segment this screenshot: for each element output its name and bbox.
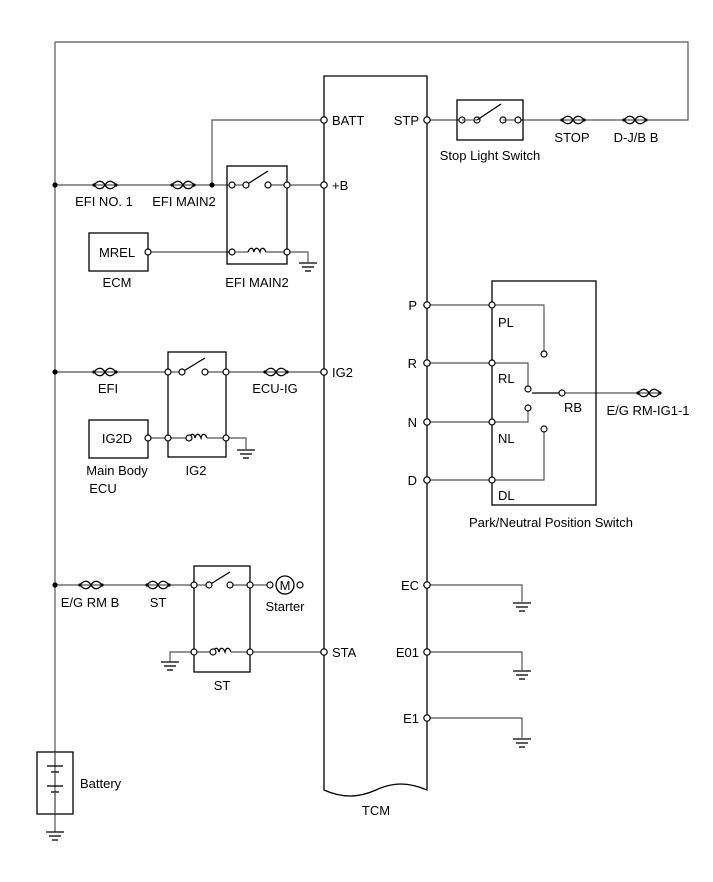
- pin-n: [423, 418, 431, 426]
- ground-icon: [45, 831, 65, 841]
- pin-batt: [320, 116, 328, 124]
- main-body-ecu-terminal: IG2D: [102, 431, 132, 446]
- pin-label-ec: EC: [401, 578, 419, 593]
- junction-dot: [209, 182, 215, 188]
- ground-icon: [298, 262, 318, 272]
- pin-stp: [423, 116, 431, 124]
- pin-sta: [320, 648, 328, 656]
- pnp-contact-p: [540, 350, 548, 358]
- stop-light-switch: [456, 99, 524, 141]
- wire-e1: [427, 717, 523, 738]
- starter-symbol: M: [280, 578, 291, 593]
- pin-label-p: P: [408, 298, 417, 313]
- wire-ec: [427, 584, 523, 602]
- wire-mrel: [148, 251, 309, 262]
- pin-label-stp: STP: [394, 113, 419, 128]
- ecm-label: ECM: [103, 275, 132, 290]
- pnp-contact-rb: [558, 389, 566, 397]
- main-body-ecu-label-2: ECU: [89, 481, 116, 496]
- pin-ig2: [320, 368, 328, 376]
- relay-efi-main2: [226, 165, 291, 265]
- pin-d: [423, 476, 431, 484]
- pin-label-e1: E1: [403, 711, 419, 726]
- pnp-terminal-nl-pin: [488, 418, 496, 426]
- pin-label-e01: E01: [396, 645, 419, 660]
- wire-e01: [427, 651, 523, 670]
- pin-r: [423, 359, 431, 367]
- pin-p: [423, 301, 431, 309]
- wire-pnp-internal: [492, 304, 545, 481]
- wire-pnp: [427, 304, 492, 481]
- ecm-terminal: MREL: [99, 245, 135, 260]
- battery-icon: [36, 751, 74, 815]
- relay-label-efi-main2: EFI MAIN2: [225, 275, 289, 290]
- ground-icon: [512, 738, 532, 748]
- pin-label-n: N: [408, 415, 417, 430]
- ground-icon: [160, 661, 180, 671]
- top-loop-wire: [55, 41, 689, 121]
- fuse-label-eg-rm-ig1: E/G RM-IG1-1: [606, 403, 689, 418]
- pin-label-d: D: [408, 473, 417, 488]
- relay-label-ig2: IG2: [186, 463, 207, 478]
- fuse-label-eg-rm-b: E/G RM B: [61, 595, 120, 610]
- pnp-contact-d: [540, 425, 548, 433]
- tcm-box: [323, 75, 428, 797]
- pnp-contact-n: [524, 404, 532, 412]
- ecm-pin: [144, 248, 152, 256]
- pin-e01: [423, 648, 431, 656]
- wire-batt: [211, 119, 324, 185]
- fuse-label-efi-main2: EFI MAIN2: [152, 194, 216, 209]
- pnp-switch-label: Park/Neutral Position Switch: [469, 515, 633, 530]
- fuse-label-ecu-ig: ECU-IG: [252, 381, 298, 396]
- tcm-label: TCM: [362, 803, 390, 818]
- ground-icon: [512, 670, 532, 680]
- wire-ig2d: [148, 437, 247, 449]
- wire-sta: [169, 651, 324, 662]
- pnp-terminal-nl: NL: [498, 431, 515, 446]
- fuse-label-efi-no1: EFI NO. 1: [75, 194, 133, 209]
- pin-ec: [423, 581, 431, 589]
- fuse-label-djb-b: D-J/B B: [614, 130, 659, 145]
- pin-label-batt: BATT: [332, 113, 364, 128]
- pnp-contact-r: [524, 385, 532, 393]
- pnp-switch-box: [491, 280, 597, 506]
- ground-icon: [236, 449, 256, 459]
- pin-label-ig2: IG2: [332, 365, 353, 380]
- pin-label-r: R: [408, 356, 417, 371]
- main-body-ecu-label-1: Main Body: [86, 463, 148, 478]
- relay-ig2: [164, 351, 230, 458]
- pin-label-sta: STA: [332, 645, 357, 660]
- pnp-terminal-rb: RB: [564, 400, 582, 415]
- starter-label: Starter: [265, 599, 305, 614]
- pnp-terminal-dl: DL: [498, 488, 515, 503]
- pnp-terminal-dl-pin: [488, 476, 496, 484]
- pnp-terminal-pl-pin: [488, 301, 496, 309]
- relay-st: [190, 565, 254, 673]
- fuse-label-efi: EFI: [98, 381, 118, 396]
- battery-label: Battery: [80, 776, 122, 791]
- ground-icon: [512, 602, 532, 612]
- stop-light-switch-label: Stop Light Switch: [440, 148, 540, 163]
- pnp-terminal-rl-pin: [488, 359, 496, 367]
- pin-label-plus-b: +B: [332, 178, 348, 193]
- junction-dot: [52, 582, 58, 588]
- pnp-terminal-pl: PL: [498, 315, 514, 330]
- starter-motor-icon: [266, 575, 304, 595]
- fuse-label-stop: STOP: [554, 130, 589, 145]
- junction-dot: [52, 182, 58, 188]
- junction-dot: [52, 369, 58, 375]
- pin-e1: [423, 714, 431, 722]
- pin-plus-b: [320, 181, 328, 189]
- relay-label-st: ST: [214, 678, 231, 693]
- fuse-label-st: ST: [150, 595, 167, 610]
- pnp-terminal-rl: RL: [498, 371, 515, 386]
- main-body-ecu-pin: [144, 434, 152, 442]
